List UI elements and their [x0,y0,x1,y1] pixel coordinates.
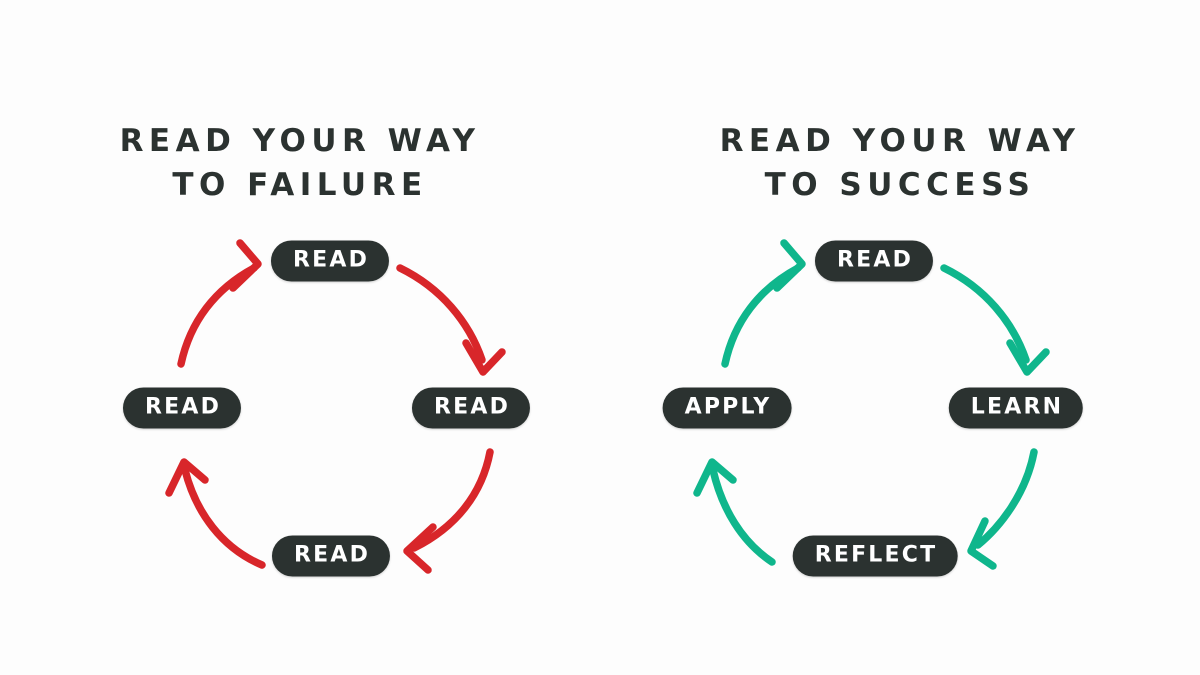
node-label: READ [292,247,370,273]
arrow-left-to-top-success [721,239,806,368]
node-success-bottom[interactable]: REFLECT [792,535,958,577]
node-failure-left[interactable]: READ [122,387,242,429]
node-label: READ [433,394,511,420]
node-failure-right[interactable]: READ [411,387,531,429]
node-label: READ [293,542,371,568]
node-label: READ [836,247,914,273]
node-success-left[interactable]: APPLY [662,387,792,429]
arrow-bottom-to-left-success [693,458,776,566]
arrow-left-to-top-failure [177,239,262,368]
node-success-top[interactable]: READ [814,240,934,282]
panel-title-failure: READ YOUR WAY TO FAILURE [119,122,481,203]
cycle-diagram-failure: READ READ READ READ [122,239,531,577]
panel-read-your-way-to-success: READ YOUR WAY TO SUCCESS [600,0,1200,675]
node-label: APPLY [684,394,772,420]
cycle-diagram-success: READ LEARN REFLECT APPLY [600,0,1200,675]
arrow-right-to-bottom-success [967,448,1038,570]
arrow-top-to-right-success [940,264,1050,376]
node-label: LEARN [970,394,1064,420]
arrow-bottom-to-left-failure [165,458,266,569]
node-label: READ [144,394,222,420]
node-failure-top[interactable]: READ [270,240,390,282]
arrow-top-to-right-failure [396,264,506,376]
node-label: REFLECT [814,542,938,568]
panel-read-your-way-to-failure: READ YOUR WAY TO FAILURE [119,122,531,577]
node-success-right[interactable]: LEARN [948,387,1084,429]
node-failure-bottom[interactable]: READ [271,535,391,577]
panel-title-success: READ YOUR WAY TO SUCCESS [719,122,1081,203]
arrow-right-to-bottom-failure [403,448,494,574]
